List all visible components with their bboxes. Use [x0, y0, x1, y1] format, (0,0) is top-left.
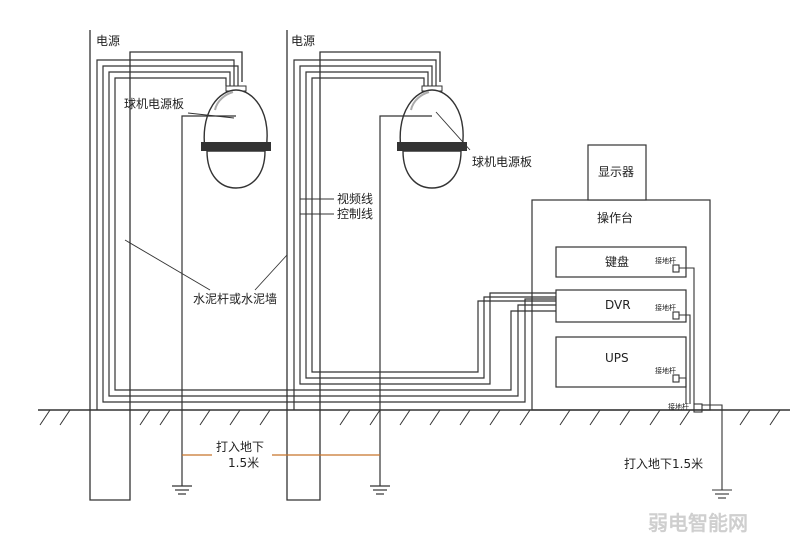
label-dome-board-left: 球机电源板 — [124, 97, 184, 111]
label-dome-board-right: 球机电源板 — [472, 155, 532, 169]
label-ups: UPS — [605, 351, 629, 365]
label-drive-underground-line2: 1.5米 — [228, 456, 259, 470]
label-drive-underground-right: 打入地下1.5米 — [624, 457, 703, 471]
label-monitor: 显示器 — [598, 165, 634, 179]
label-ground-terminal-keyboard: 接地杆 — [655, 256, 676, 265]
right-cable-bundle — [293, 59, 556, 410]
label-drive-underground-line1: 打入地下 — [216, 440, 264, 454]
watermark-text: 弱电智能网 — [648, 511, 748, 535]
ground-surface — [38, 409, 790, 426]
label-ground-terminal-dvr: 接地杆 — [655, 303, 676, 312]
label-console: 操作台 — [597, 210, 633, 225]
label-ground-terminal-ups: 接地杆 — [655, 366, 676, 375]
right-pole — [286, 30, 441, 501]
label-ground-terminal-main: 接地杆 — [668, 402, 689, 411]
dvr-box — [555, 289, 687, 323]
label-power-left: 电源 — [96, 34, 120, 48]
ups-box — [555, 336, 687, 388]
left-cable-bundle — [96, 59, 556, 410]
left-pole — [89, 30, 243, 501]
monitor-box — [587, 144, 647, 201]
right-dome-camera — [397, 85, 467, 189]
label-keyboard: 键盘 — [605, 254, 629, 269]
console-ground-wiring — [672, 264, 732, 499]
right-ground-rod — [370, 115, 432, 495]
left-dome-camera — [201, 85, 271, 189]
label-control-line: 控制线 — [337, 207, 373, 221]
keyboard-box — [555, 246, 687, 278]
label-dvr: DVR — [605, 298, 631, 312]
label-pole-or-wall: 水泥杆或水泥墙 — [193, 292, 277, 306]
leader-lines — [124, 111, 471, 291]
label-power-right: 电源 — [291, 34, 315, 48]
label-video-line: 视频线 — [337, 191, 373, 206]
